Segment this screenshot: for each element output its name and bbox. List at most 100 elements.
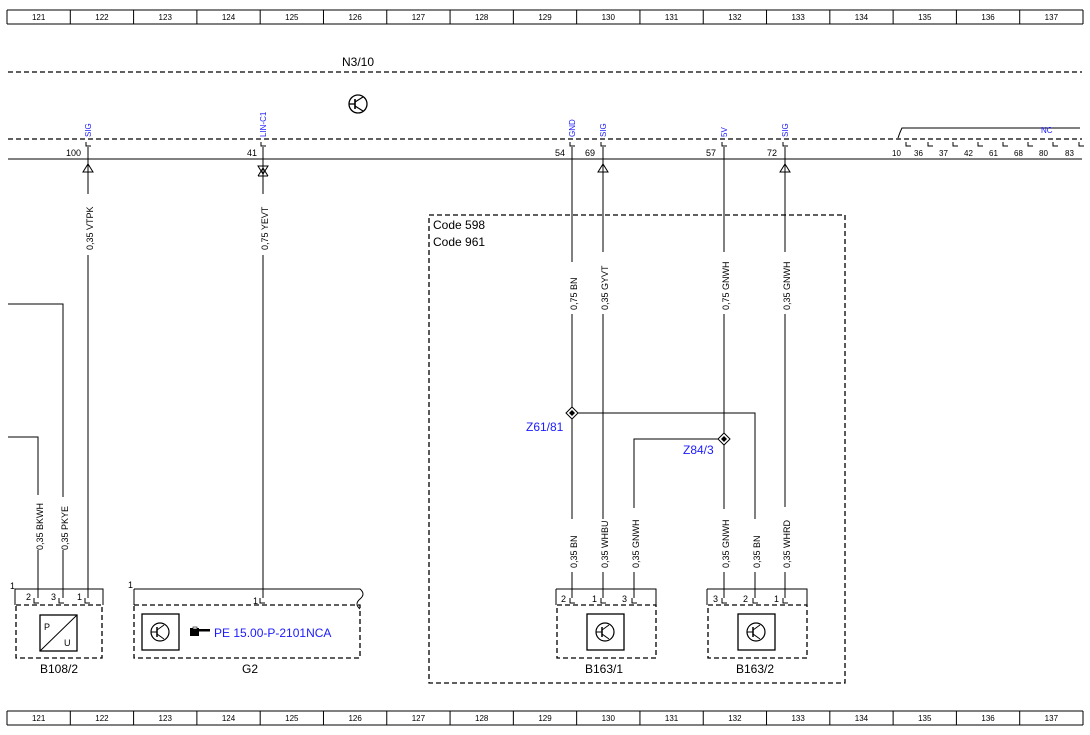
component-g2: 1 1 PE 15.00-P-2101NCA G2 — [128, 580, 364, 676]
grid-number: 129 — [538, 714, 552, 723]
pressure-sensor-icon: P U — [39, 614, 78, 652]
grid-number: 131 — [665, 714, 679, 723]
nc-pin-number: 37 — [939, 149, 948, 158]
grid-number: 137 — [1045, 714, 1059, 723]
b163-2-name: B163/2 — [736, 662, 774, 676]
nc-pin-number: 10 — [892, 149, 901, 158]
wire-label-b163-2-2: 0,35 BN — [752, 535, 762, 568]
grid-number: 130 — [602, 13, 616, 22]
b163-2-pin-2: 2 — [743, 594, 748, 604]
nc-pin-mark — [1027, 142, 1033, 147]
pin-signal-69: SIG — [599, 123, 608, 137]
g2-pin-1: 1 — [253, 596, 258, 606]
wire-label-100: 0,35 VTPK — [85, 206, 95, 250]
b163-1-pin-3: 3 — [622, 594, 627, 604]
transistor-icon — [586, 613, 625, 651]
wire-label-b163-1-2: 0,35 BN — [569, 535, 579, 568]
nc-pin-mark — [1078, 142, 1084, 147]
b163-2-pin-3: 3 — [713, 594, 718, 604]
direction-arrows — [82, 163, 791, 177]
grid-number: 135 — [918, 714, 932, 723]
grid-number: 127 — [412, 13, 426, 22]
wire-label-72: 0,35 GNWH — [782, 261, 792, 310]
b163-1-name: B163/1 — [585, 662, 623, 676]
pin-signal-100: SIG — [84, 123, 93, 137]
module-name: N3/10 — [342, 55, 374, 69]
pointing-hand-icon[interactable] — [190, 626, 210, 636]
nc-pin-mark — [977, 142, 983, 147]
g2-reference-link[interactable]: PE 15.00-P-2101NCA — [214, 626, 331, 640]
b163-1-pin-2: 2 — [561, 594, 566, 604]
splice-z61-icon — [565, 406, 579, 420]
nc-pin-group: 10 36 37 42 61 68 80 83 — [892, 142, 1084, 158]
b108-ground-number: 1 — [10, 581, 15, 591]
b108-pin-3: 3 — [51, 592, 56, 602]
grid-number: 123 — [159, 13, 173, 22]
grid-number: 129 — [538, 13, 552, 22]
nc-label: NC — [1041, 126, 1053, 135]
grid-number: 122 — [95, 714, 109, 723]
wire-lines — [8, 147, 786, 598]
b163-2-pin-1: 1 — [774, 594, 779, 604]
code-box — [428, 214, 846, 684]
code-line-2: Code 961 — [433, 235, 485, 249]
grid-number: 125 — [285, 13, 299, 22]
pin-number-69: 69 — [585, 148, 595, 158]
grid-number: 137 — [1045, 13, 1059, 22]
code-line-1: Code 598 — [433, 218, 485, 232]
nc-pin-number: 61 — [989, 149, 998, 158]
grid-number: 133 — [791, 714, 805, 723]
splice-z84-icon — [717, 432, 731, 446]
pin-signal-41: LIN-C1 — [259, 111, 268, 137]
component-b163-2: 3 2 1 B163/2 — [706, 588, 808, 676]
pin-signal-72: SIG — [781, 123, 790, 137]
grid-number: 130 — [602, 714, 616, 723]
wire-label-54: 0,75 BN — [569, 277, 579, 310]
component-b108-2: 1 2 3 1 P U B108/2 — [10, 581, 104, 676]
grid-number: 128 — [475, 714, 489, 723]
grid-number: 132 — [728, 714, 742, 723]
wire-label-b163-2-3: 0,35 GNWH — [721, 519, 731, 568]
grid-number: 125 — [285, 714, 299, 723]
nc-pin-mark — [952, 142, 958, 147]
grid-number: 123 — [159, 714, 173, 723]
wire-label-57: 0,75 GNWH — [721, 261, 731, 310]
component-b163-1: 2 1 3 B163/1 — [555, 588, 657, 676]
grid-number: 121 — [32, 13, 46, 22]
nc-bracket — [897, 127, 1080, 139]
grid-number: 135 — [918, 13, 932, 22]
wire-label-b163-1-3: 0,35 GNWH — [631, 519, 641, 568]
wire-label-b163-1-1: 0,35 WHBU — [600, 520, 610, 568]
wire-label-b163-2-1: 0,35 WHRD — [782, 519, 792, 568]
b108-pin-1: 1 — [77, 592, 82, 602]
nc-pin-mark — [1002, 142, 1008, 147]
svg-text:U: U — [64, 638, 71, 648]
pin-connector-marks — [85, 142, 788, 147]
b163-1-pin-1: 1 — [592, 594, 597, 604]
transistor-icon — [348, 94, 368, 114]
wire-label-b108-2: 0,35 BKWH — [35, 503, 45, 550]
pin-signal-57: 5V — [720, 127, 729, 137]
nc-pin-mark — [927, 142, 933, 147]
pin-number-100: 100 — [66, 148, 81, 158]
grid-number: 136 — [981, 13, 995, 22]
nc-pin-number: 80 — [1039, 149, 1048, 158]
grid-number: 132 — [728, 13, 742, 22]
pin-number-57: 57 — [706, 148, 716, 158]
g2-name: G2 — [242, 662, 258, 676]
wire-label-41: 0,75 YEVT — [260, 206, 270, 250]
transistor-icon — [737, 613, 776, 651]
b108-name: B108/2 — [40, 662, 78, 676]
g2-ground-number: 1 — [128, 580, 133, 590]
pin-signal-54: GND — [568, 119, 577, 137]
pin-number-72: 72 — [767, 148, 777, 158]
nc-pin-number: 42 — [964, 149, 973, 158]
wire-label-69: 0,35 GYVT — [600, 265, 610, 310]
grid-number: 134 — [855, 714, 869, 723]
grid-number: 121 — [32, 714, 46, 723]
nc-pin-number: 83 — [1065, 149, 1074, 158]
grid-number: 126 — [348, 714, 362, 723]
nc-pin-number: 36 — [914, 149, 923, 158]
nc-pin-number: 68 — [1014, 149, 1023, 158]
